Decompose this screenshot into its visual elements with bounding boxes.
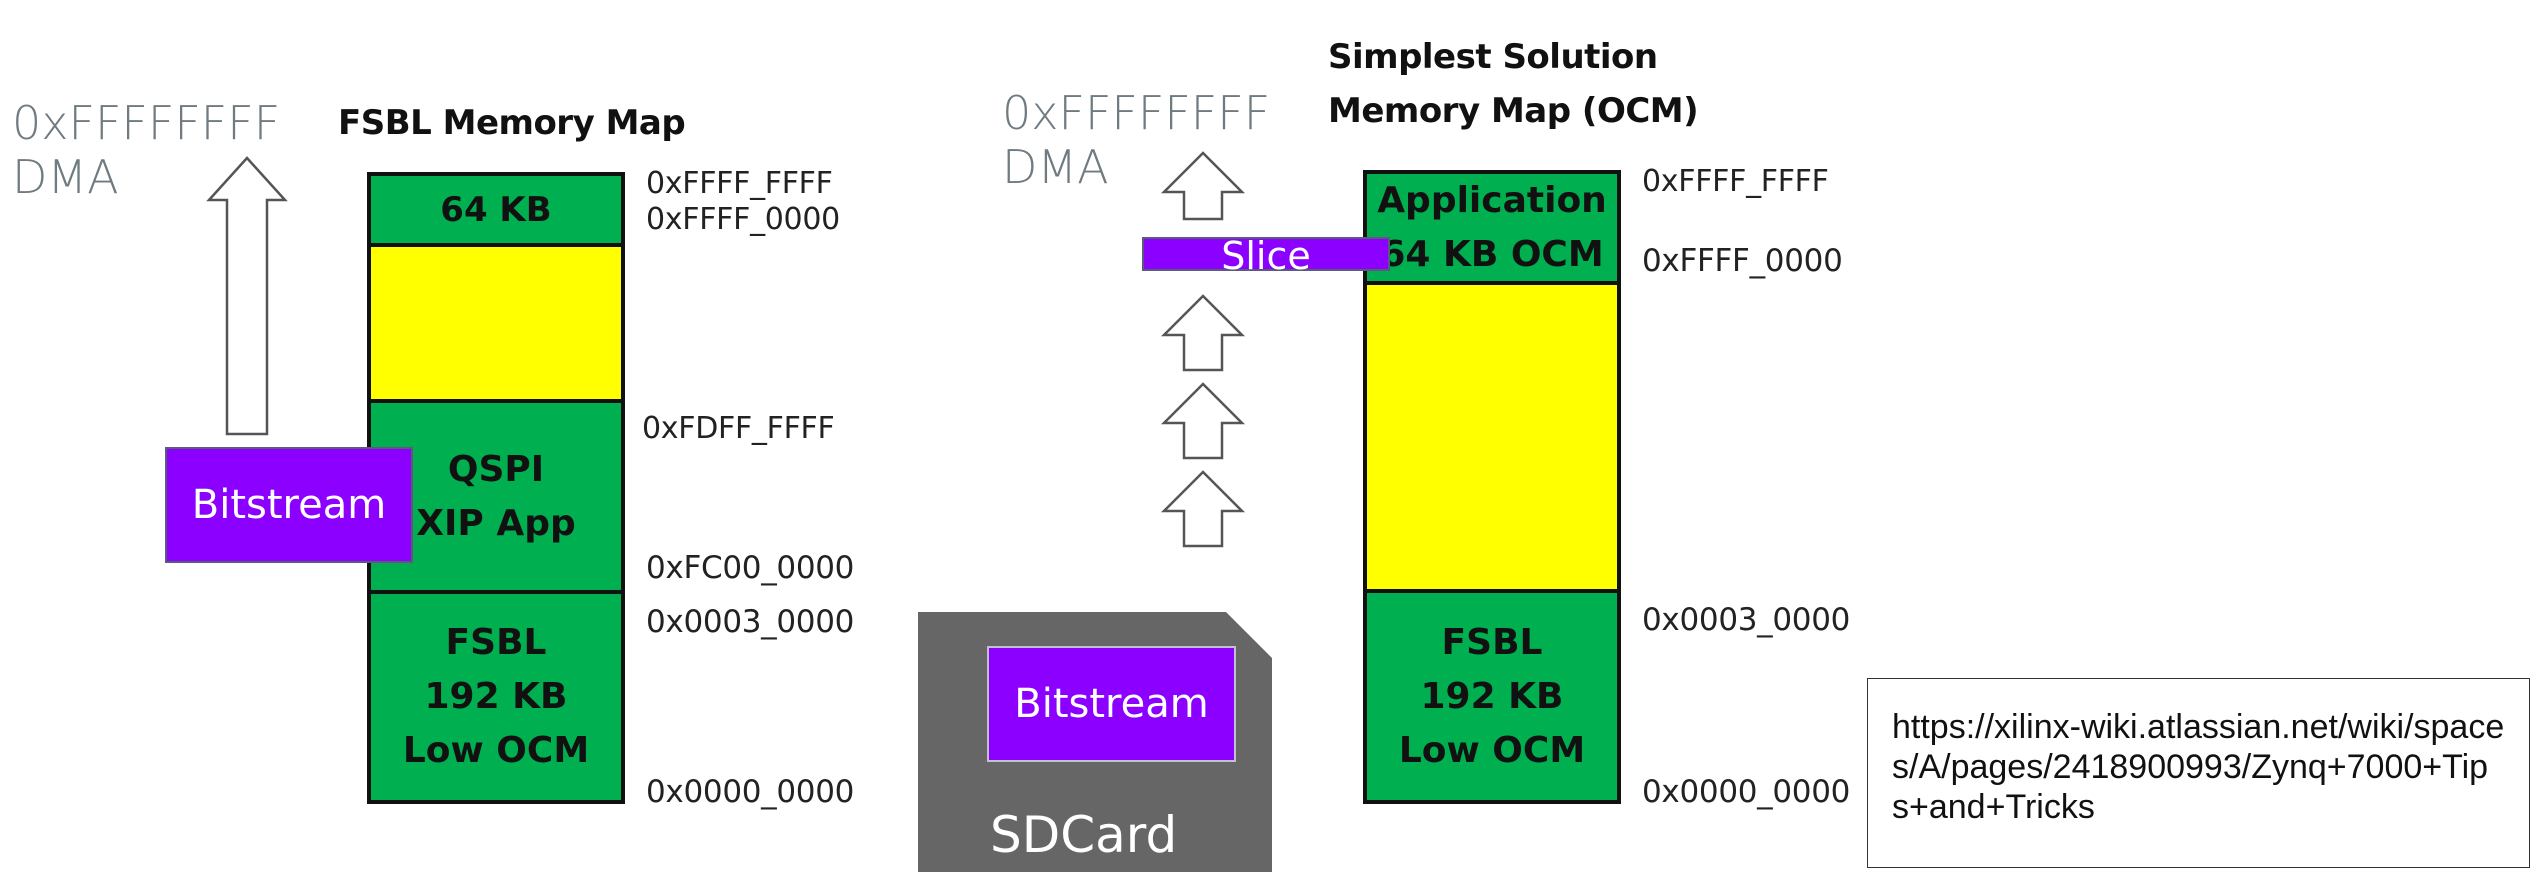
left-fsbl-line3: Low OCM bbox=[402, 730, 590, 771]
left-up-arrow-icon bbox=[206, 156, 288, 436]
source-url-text: https://xilinx-wiki.atlassian.net/wiki/s… bbox=[1892, 708, 2505, 826]
right-bitstream-box: Bitstream bbox=[987, 646, 1236, 762]
left-bitstream-label: Bitstream bbox=[191, 482, 387, 528]
left-addr-00000000: 0x0000_0000 bbox=[646, 774, 855, 810]
left-addr-fc000000: 0xFC00_0000 bbox=[646, 550, 855, 586]
left-block-unused bbox=[367, 243, 625, 403]
right-block-unused bbox=[1363, 281, 1621, 593]
right-addr-00000000: 0x0000_0000 bbox=[1642, 774, 1851, 810]
right-title-line1: Simplest Solution bbox=[1328, 37, 1658, 77]
sdcard-label: SDCard bbox=[990, 806, 1178, 864]
right-dma-address: 0xFFFFFFFF bbox=[1002, 86, 1271, 140]
source-url-box: https://xilinx-wiki.atlassian.net/wiki/s… bbox=[1867, 678, 2530, 868]
left-qspi-line2: XIP App bbox=[416, 502, 576, 544]
left-title: FSBL Memory Map bbox=[338, 103, 686, 143]
right-fsbl-line1: FSBL bbox=[1441, 621, 1543, 663]
right-up-arrow-icon-4 bbox=[1160, 470, 1246, 548]
left-bitstream-box: Bitstream bbox=[165, 447, 413, 563]
right-app-line1: Application bbox=[1377, 179, 1607, 221]
right-addr-00030000: 0x0003_0000 bbox=[1642, 602, 1851, 638]
right-title: Simplest Solution Memory Map (OCM) bbox=[1328, 30, 1699, 138]
right-up-arrow-icon-3 bbox=[1160, 382, 1246, 460]
left-addr-ffffffff: 0xFFFF_FFFF bbox=[646, 166, 833, 201]
left-block-fsbl: FSBL 192 KB Low OCM bbox=[367, 590, 625, 804]
right-addr-ffff0000: 0xFFFF_0000 bbox=[1642, 243, 1843, 279]
right-block-application: Application 64 KB OCM bbox=[1363, 170, 1621, 285]
left-fsbl-line1: FSBL bbox=[445, 622, 547, 663]
left-dma-address: 0xFFFFFFFF bbox=[12, 96, 281, 150]
right-title-line2: Memory Map (OCM) bbox=[1328, 91, 1699, 131]
left-dma-label: 0xFFFFFFFF DMA bbox=[12, 96, 280, 204]
left-addr-00030000: 0x0003_0000 bbox=[646, 604, 855, 640]
right-app-line2: 64 KB OCM bbox=[1380, 233, 1604, 275]
right-up-arrow-icon-1 bbox=[1160, 151, 1246, 221]
left-dma-text: DMA bbox=[12, 150, 119, 204]
right-dma-text: DMA bbox=[1002, 140, 1109, 194]
right-addr-ffffffff: 0xFFFF_FFFF bbox=[1642, 164, 1829, 199]
left-qspi-line1: QSPI bbox=[447, 448, 545, 490]
right-bitstream-label: Bitstream bbox=[1014, 681, 1209, 727]
right-dma-label: 0xFFFFFFFF DMA bbox=[1002, 86, 1270, 194]
slice-bar: Slice bbox=[1142, 234, 1390, 278]
right-block-fsbl: FSBL 192 KB Low OCM bbox=[1363, 589, 1621, 804]
slice-label: Slice bbox=[1221, 234, 1311, 278]
left-addr-fdffffff: 0xFDFF_FFFF bbox=[642, 411, 835, 446]
left-fsbl-line2: 192 KB bbox=[424, 676, 568, 717]
right-fsbl-line2: 192 KB bbox=[1420, 675, 1564, 717]
right-fsbl-line3: Low OCM bbox=[1398, 729, 1586, 771]
left-block-64kb: 64 KB bbox=[367, 172, 625, 247]
left-addr-ffff0000: 0xFFFF_0000 bbox=[646, 202, 840, 237]
right-up-arrow-icon-2 bbox=[1160, 294, 1246, 372]
left-block-64kb-label: 64 KB bbox=[440, 189, 552, 230]
